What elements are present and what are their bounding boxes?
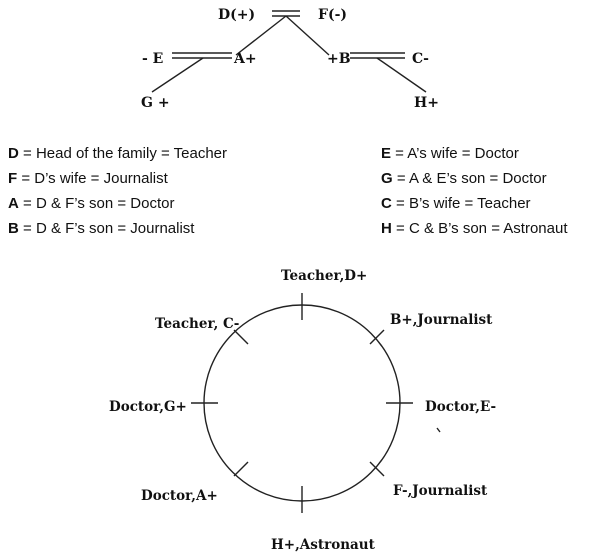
tree-node-h: H+	[414, 95, 439, 111]
key-letter: C	[381, 195, 392, 212]
family-tree: D(+) F(-) - E A+ +B C- G + H+	[141, 7, 439, 111]
branch-to-a	[235, 15, 287, 56]
round-table	[203, 304, 401, 502]
key-description: = A’s wife = Doctor	[391, 145, 519, 162]
key-description: = D & F’s son = Journalist	[18, 220, 195, 237]
key-row-b: B = D & F’s son = Journalist	[8, 220, 194, 237]
seat-label-top-right: B+,Journalist	[390, 312, 493, 328]
branch-to-g	[151, 57, 204, 93]
seat-marker-top-left	[233, 329, 249, 345]
seat-label-bottom-left: Doctor,A+	[141, 488, 218, 504]
key-row-f: F = D’s wife = Journalist	[8, 170, 168, 187]
key-letter: F	[8, 170, 18, 187]
stray-mark	[436, 427, 441, 433]
branch-to-b	[285, 15, 330, 56]
tree-node-g: G +	[141, 95, 170, 111]
key-letter: G	[381, 170, 393, 187]
key-description: = B’s wife = Teacher	[391, 195, 531, 212]
key-description: = D & F’s son = Doctor	[18, 195, 175, 212]
key-description: = A & E’s son = Doctor	[392, 170, 547, 187]
key-row-c: C = B’s wife = Teacher	[381, 195, 531, 212]
key-letter: H	[381, 220, 392, 237]
seat-label-top: Teacher,D+	[281, 268, 367, 284]
tree-node-e: - E	[142, 51, 163, 67]
key-row-h: H = C & B’s son = Astronaut	[381, 220, 568, 237]
key-row-a: A = D & F’s son = Doctor	[8, 195, 174, 212]
seat-label-right: Doctor,E-	[425, 399, 496, 415]
key-description: = C & B’s son = Astronaut	[391, 220, 568, 237]
seat-label-bottom: H+,Astronaut	[271, 537, 376, 553]
key-letter: A	[8, 195, 19, 212]
seat-marker-top-right	[369, 329, 385, 345]
tree-node-b: +B	[327, 51, 351, 67]
key-letter: D	[8, 145, 19, 162]
key-row-d: D = Head of the family = Teacher	[8, 145, 227, 162]
key-letter: B	[8, 220, 19, 237]
tree-node-d: D(+)	[218, 7, 255, 23]
key-row-g: G = A & E’s son = Doctor	[381, 170, 547, 187]
key-row-e: E = A’s wife = Doctor	[381, 145, 519, 162]
tree-node-f: F(-)	[318, 7, 347, 23]
seat-label-left: Doctor,G+	[109, 399, 187, 415]
seating-circle: Teacher,D+ B+,Journalist Doctor,E- F-,Jo…	[109, 268, 496, 553]
seat-label-bottom-right: F-,Journalist	[393, 483, 488, 499]
seat-marker-bottom-left	[233, 461, 249, 477]
seat-marker-bottom-right	[369, 461, 385, 477]
tree-node-c: C-	[412, 51, 429, 67]
key-description: = D’s wife = Journalist	[17, 170, 168, 187]
branch-to-h	[376, 57, 427, 93]
key-letter: E	[381, 145, 392, 162]
seat-label-top-left: Teacher, C-	[155, 316, 239, 332]
key-description: = Head of the family = Teacher	[18, 145, 228, 162]
tree-node-a: A+	[233, 51, 257, 67]
